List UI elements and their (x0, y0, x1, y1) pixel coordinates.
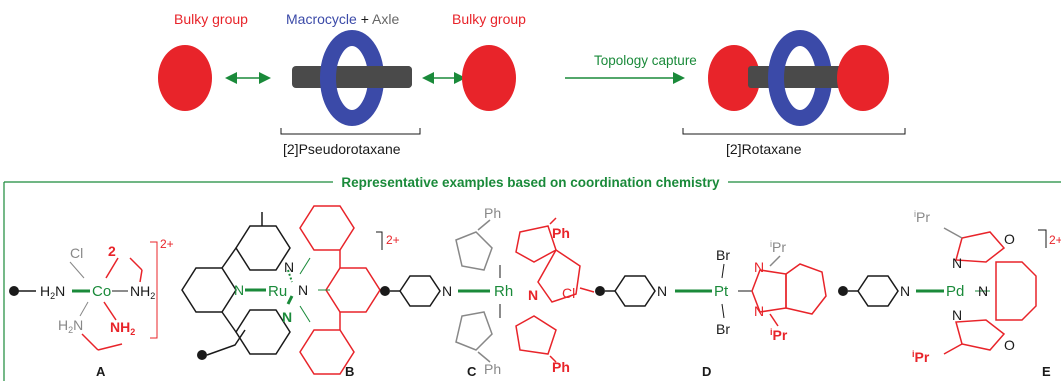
compound-b (181, 205, 383, 375)
pseudorotaxane-label: [2]Pseudorotaxane (283, 141, 401, 157)
atom-n-d2: N (754, 259, 764, 275)
plus-sign: + (360, 11, 369, 27)
atom-n-b2: N (298, 282, 308, 298)
rotaxane-stopper-left (708, 45, 760, 111)
axle-front (356, 66, 412, 88)
atom-n-c2: N (528, 287, 538, 303)
compound-label-b: B (345, 364, 354, 379)
atom-n-b3: N (284, 259, 294, 275)
charge-e: 2+ (1049, 233, 1061, 247)
compound-d (595, 255, 827, 327)
metal-pd: Pd (946, 283, 964, 300)
compound-e (838, 227, 1047, 355)
atom-h2n-red: 2 (108, 243, 116, 259)
atom-n-e1: N (900, 283, 910, 299)
atom-n-e2: N (978, 283, 988, 299)
atom-ipr-e2: iPr (912, 349, 930, 365)
atom-n-d1: N (657, 283, 667, 299)
bulky-group-label-right: Bulky group (452, 11, 526, 27)
atom-nh2-right: NH2 (130, 283, 155, 301)
compound-a (9, 241, 158, 351)
atom-ph-c1: Ph (484, 205, 501, 221)
atom-cl-c: Cl (562, 285, 575, 301)
rotaxane-stopper-right (837, 45, 889, 111)
pseudorotaxane-bracket (280, 128, 421, 135)
axle-label: Axle (372, 11, 400, 27)
topology-capture-label: Topology capture (594, 53, 697, 68)
compound-label-a: A (96, 364, 106, 379)
bulky-group-left (158, 45, 212, 111)
atom-cl-a: Cl (70, 245, 83, 261)
atom-n-d3: N (754, 303, 764, 319)
charge-b: 2+ (386, 233, 400, 247)
macrocycle-axle-label: Macrocycle + Axle (286, 11, 399, 27)
atom-ph-c2: Ph (552, 225, 570, 241)
metal-rh: Rh (494, 283, 513, 300)
atom-n-e3: N (952, 255, 962, 271)
compound-c (380, 217, 595, 363)
atom-ipr-d2: iPr (770, 327, 788, 343)
atom-n-c1: N (442, 283, 452, 299)
atom-h2n-grey: H2N (58, 317, 83, 335)
atom-h2n: H2N (40, 283, 65, 301)
bulky-group-right (462, 45, 516, 111)
atom-n-e4: N (952, 307, 962, 323)
atom-ipr-d1: iPr (770, 239, 786, 255)
rotaxane-bracket (682, 128, 906, 135)
metal-co: Co (92, 283, 111, 300)
atom-n-b1: N (234, 282, 244, 298)
bulky-group-label-left: Bulky group (174, 11, 248, 27)
atom-nh2-red: NH2 (110, 319, 135, 337)
charge-a: 2+ (160, 237, 174, 251)
atom-ipr-e1: iPr (914, 209, 930, 225)
atom-br-d1: Br (716, 247, 730, 263)
atom-o-e2: O (1004, 337, 1015, 353)
metal-ru: Ru (268, 283, 287, 300)
compound-label-d: D (702, 364, 711, 379)
atom-ph-c3: Ph (484, 361, 501, 377)
compound-label-c: C (467, 364, 477, 379)
atom-ph-c4: Ph (552, 359, 570, 375)
macrocycle-label: Macrocycle (286, 11, 357, 27)
rotaxane-label: [2]Rotaxane (726, 141, 802, 157)
panel-title: Representative examples based on coordin… (0, 175, 1061, 190)
atom-o-e1: O (1004, 231, 1015, 247)
atom-br-d2: Br (716, 321, 730, 337)
compound-label-e: E (1042, 364, 1051, 379)
metal-pt: Pt (714, 283, 729, 300)
atom-n-b4: N (282, 309, 292, 325)
